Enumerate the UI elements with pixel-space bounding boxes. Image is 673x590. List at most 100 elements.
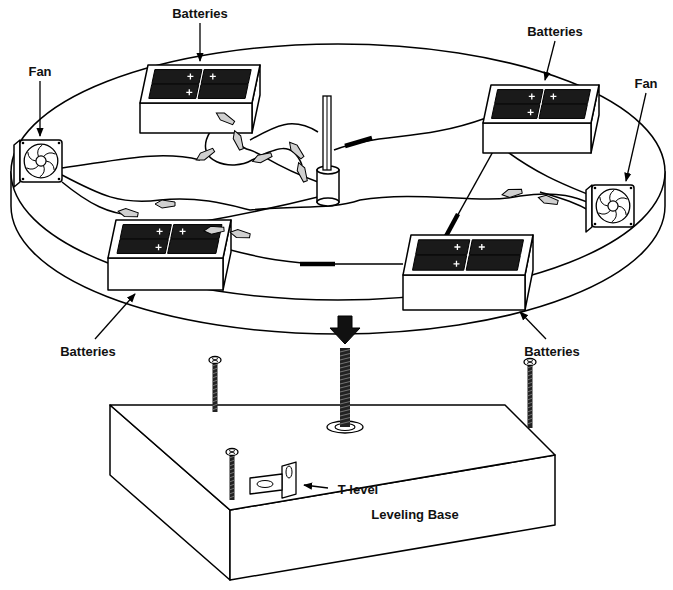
screw-thread: [528, 394, 533, 396]
leader-arrow: [520, 312, 546, 339]
screw-slot: [527, 361, 533, 364]
label-anchor: Batteries: [60, 342, 116, 360]
battery-front: [483, 123, 591, 153]
clips: [117, 110, 558, 240]
battery-top: [403, 235, 533, 275]
screw-thread: [213, 392, 218, 394]
plus-symbol: [156, 244, 162, 250]
plus-symbol: [157, 228, 163, 234]
screw-thread: [213, 408, 218, 410]
part-label: T-level: [338, 482, 378, 497]
screw-thread: [528, 398, 533, 400]
alligator-clip: [295, 161, 309, 183]
fan-ring: [24, 144, 58, 178]
battery-pack: [140, 65, 260, 133]
bolt-shaft: [340, 348, 350, 427]
fan-hole: [594, 187, 597, 190]
leader-arrow: [199, 23, 200, 61]
bolt-thread: [340, 350, 350, 353]
fan-hole: [22, 142, 25, 145]
alligator-clip: [155, 200, 175, 208]
screw-slot: [229, 451, 235, 454]
plus-symbol: [454, 244, 460, 250]
leader-arrow: [39, 81, 40, 136]
bolt-thread: [340, 394, 350, 397]
screw-thread: [528, 414, 533, 416]
fan-side: [14, 140, 20, 187]
screw-shaft: [528, 364, 533, 428]
battery-cell: [152, 70, 202, 84]
label-anchor: Fan: [28, 62, 51, 80]
screw-thread: [230, 476, 235, 478]
battery-cell: [466, 255, 520, 270]
alligator-clip: [117, 207, 138, 218]
screw-thread: [528, 390, 533, 392]
leader-arrow: [95, 294, 135, 339]
battery-top: [483, 85, 599, 123]
battery-front: [108, 258, 223, 290]
battery-front: [140, 103, 252, 133]
screw-thread: [213, 364, 218, 366]
bolt-thread: [340, 410, 350, 413]
t-level: [250, 462, 296, 498]
leader-arrow: [304, 485, 328, 488]
alligator-clip: [251, 151, 273, 165]
screw-thread: [528, 418, 533, 420]
bolt-thread: [340, 406, 350, 409]
fan-blade: [28, 152, 36, 161]
wire: [250, 124, 318, 140]
alligator-clip: [214, 110, 235, 127]
bolt-thread: [340, 366, 350, 369]
base-top: [110, 405, 555, 510]
bolt-thread: [340, 418, 350, 421]
label-anchor: Batteries: [527, 22, 583, 40]
fan-hole: [22, 178, 25, 181]
battery-cell: [542, 90, 590, 104]
bolt-thread: [340, 386, 350, 389]
battery-cell: [168, 239, 219, 253]
post-rod-line: [327, 96, 328, 170]
wire: [205, 132, 302, 165]
screw-shaft: [213, 362, 218, 412]
plus-symbol: [187, 73, 193, 79]
screw-thread: [230, 460, 235, 462]
fan-blade: [616, 198, 628, 202]
plus-symbol: [453, 261, 459, 267]
screw-thread: [230, 456, 235, 458]
fan-blade: [40, 165, 45, 177]
label-anchor: Batteries: [172, 4, 228, 22]
battery-cell: [539, 104, 587, 118]
fan-side: [586, 185, 592, 232]
battery-pack: [108, 220, 231, 290]
screw: [209, 357, 221, 413]
plus-symbol: [550, 93, 556, 99]
battery-pack: [403, 235, 533, 310]
battery-cell: [117, 239, 168, 253]
screw-thread: [213, 380, 218, 382]
alligator-clip: [287, 140, 306, 160]
screw-thread: [528, 378, 533, 380]
alligator-clip: [537, 194, 558, 207]
fan-hole: [630, 187, 633, 190]
fan-frame: [592, 185, 634, 227]
center-bolt: [327, 348, 363, 433]
wire: [223, 248, 403, 264]
label-anchor: T-level: [338, 480, 378, 498]
alligator-clip: [501, 187, 522, 198]
leader-arrow: [626, 93, 646, 181]
bolt-thread: [340, 354, 350, 357]
fan-ring: [596, 189, 630, 223]
center-post: [317, 96, 339, 206]
screw-thread: [528, 382, 533, 384]
screw-thread: [230, 464, 235, 466]
part-label: Fan: [28, 64, 51, 79]
fan-frame: [20, 140, 62, 182]
fan: [586, 185, 634, 232]
alligator-clip: [194, 147, 215, 164]
screw-thread: [528, 422, 533, 424]
plus-symbol: [529, 93, 535, 99]
fan-hub: [608, 201, 618, 211]
part-label: Fan: [634, 76, 657, 91]
alligator-clip: [231, 129, 245, 151]
